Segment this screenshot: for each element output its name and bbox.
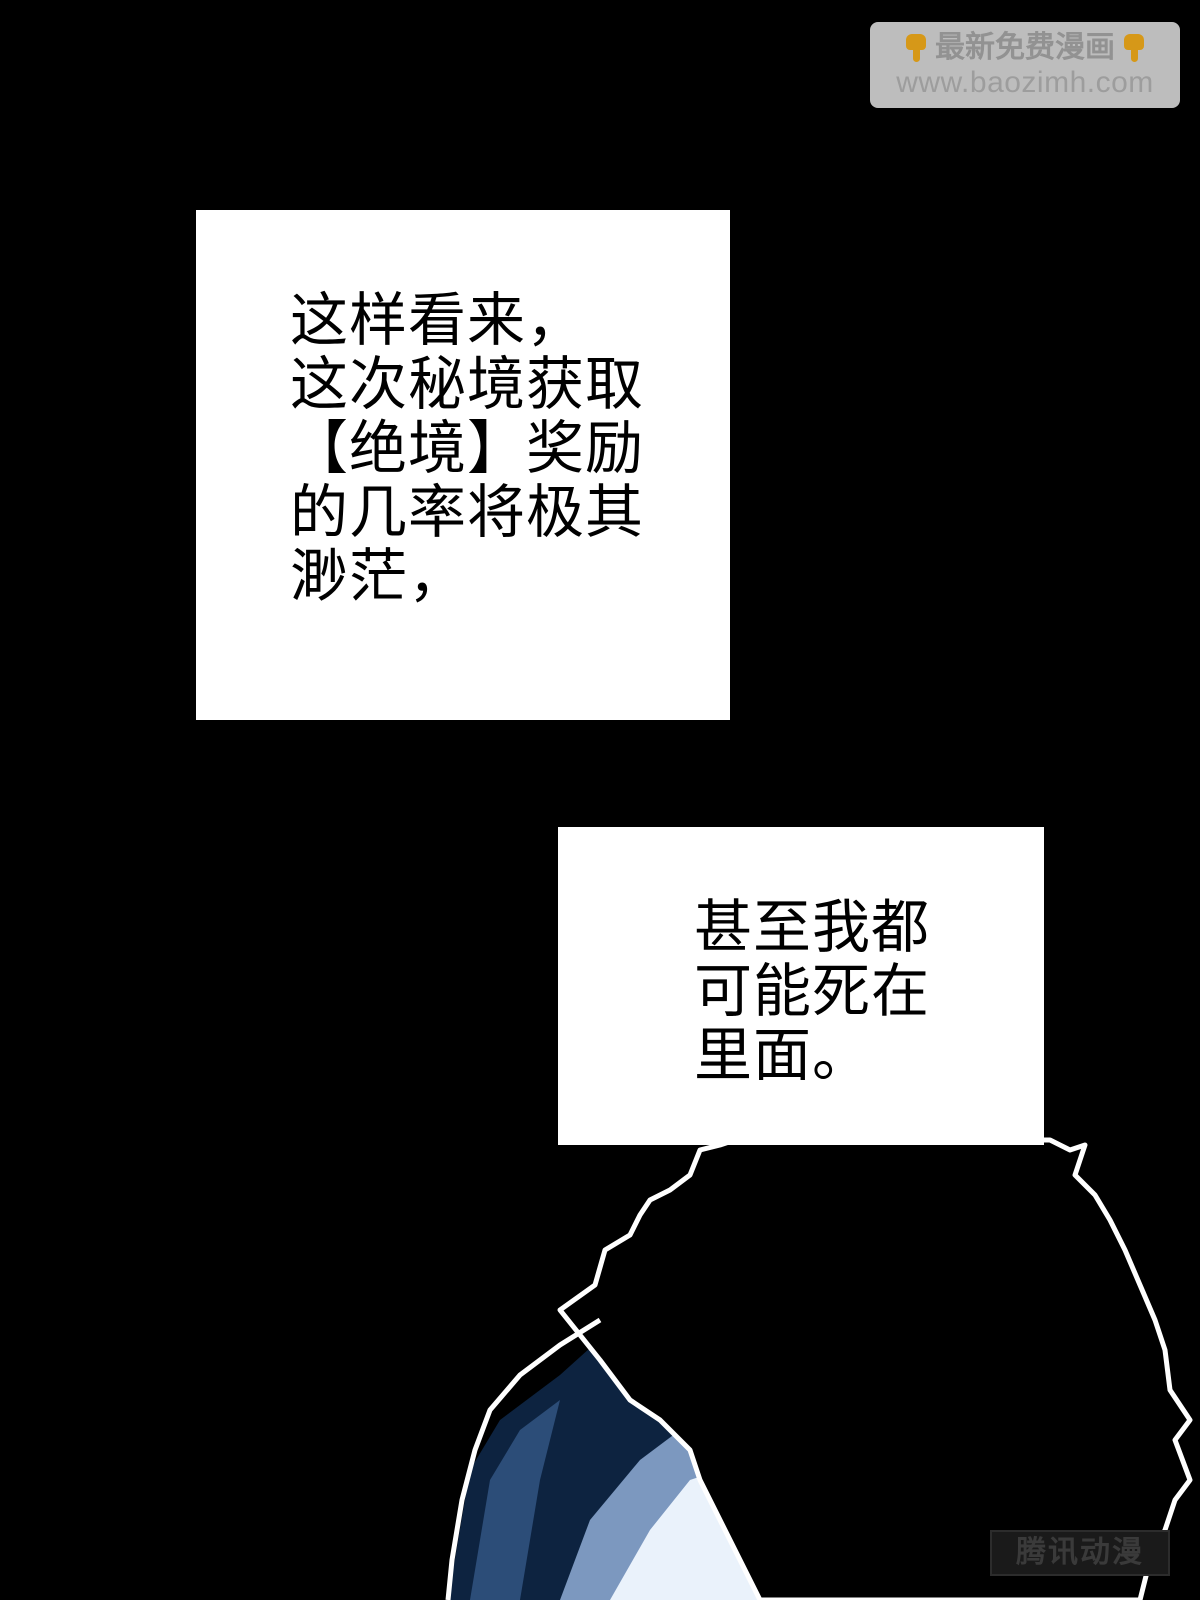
caption-box-1: 这样看来， 这次秘境获取 【绝境】奖励 的几率将极其 渺茫， bbox=[196, 210, 730, 720]
watermark-url: www.baozimh.com bbox=[896, 66, 1154, 99]
hair-silhouette bbox=[557, 1137, 1193, 1600]
pointing-down-hand-icon bbox=[1121, 32, 1147, 64]
caption-line: 【绝境】奖励 bbox=[290, 414, 645, 482]
site-watermark-badge: 最新免费漫画 www.baozimh.com bbox=[870, 22, 1180, 108]
coat-highlight bbox=[470, 1400, 560, 1600]
watermark-title-row: 最新免费漫画 bbox=[870, 30, 1180, 66]
shoulder-outline bbox=[445, 1317, 602, 1600]
caption-line: 甚至我都 bbox=[694, 893, 931, 961]
publisher-watermark: 腾讯动漫 bbox=[990, 1530, 1170, 1576]
caption-box-2: 甚至我都 可能死在 里面。 bbox=[558, 827, 1044, 1145]
caption-line: 的几率将极其 bbox=[290, 478, 645, 546]
caption-line: 里面。 bbox=[694, 1021, 872, 1089]
caption-line: 可能死在 bbox=[694, 957, 931, 1025]
caption-line: 渺茫， bbox=[290, 542, 468, 610]
pointing-down-hand-icon bbox=[903, 32, 929, 64]
caption-line: 这样看来， bbox=[290, 286, 586, 354]
caption-line: 这次秘境获取 bbox=[290, 350, 645, 418]
watermark-title: 最新免费漫画 bbox=[935, 30, 1115, 65]
